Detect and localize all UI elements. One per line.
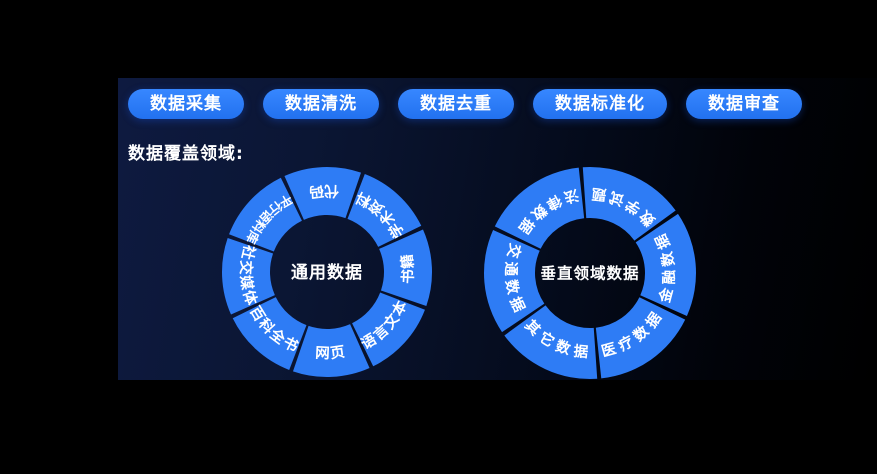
donut-segment xyxy=(504,305,598,380)
donut-segment xyxy=(494,167,585,249)
donut-segment xyxy=(232,297,307,370)
donut-segment xyxy=(379,229,432,307)
process-step-pill-standardize: 数据标准化 xyxy=(533,89,667,119)
donut-center-label: 通用数据 xyxy=(291,262,363,283)
process-step-pill-review: 数据审查 xyxy=(686,89,802,119)
donut-segment xyxy=(484,230,545,333)
content-panel: 数据采集 数据清洗 数据去重 数据标准化 数据审查 数据覆盖领域: 代码学术资料… xyxy=(118,78,877,380)
section-label: 数据覆盖领域: xyxy=(128,144,244,164)
donut-segment xyxy=(347,174,422,247)
donut-segment xyxy=(595,297,686,379)
donut-center-label: 垂直领域数据 xyxy=(540,263,639,282)
process-pills-row: 数据采集 数据清洗 数据去重 数据标准化 数据审查 xyxy=(128,89,802,119)
donut-segment xyxy=(292,324,370,377)
donut-segment xyxy=(284,167,362,220)
donut-segment-label: 网页 xyxy=(315,343,347,362)
donut-charts: 代码学术资料书籍语言文本网页百科全书社交媒体平行语料库通用数据数学试题金融数据医… xyxy=(222,167,696,380)
donut-segment-label: 书籍 xyxy=(397,252,417,284)
donut-segment xyxy=(222,237,275,315)
donut-segment xyxy=(352,292,425,367)
process-step-pill-dedupe: 数据去重 xyxy=(398,89,514,119)
process-step-pill-clean: 数据清洗 xyxy=(263,89,379,119)
donut-segment xyxy=(229,177,302,252)
donut-segment xyxy=(635,213,696,316)
process-step-pill-collect: 数据采集 xyxy=(128,89,244,119)
donut-segment-label: 代码 xyxy=(307,182,340,201)
donut-segment xyxy=(582,167,676,241)
